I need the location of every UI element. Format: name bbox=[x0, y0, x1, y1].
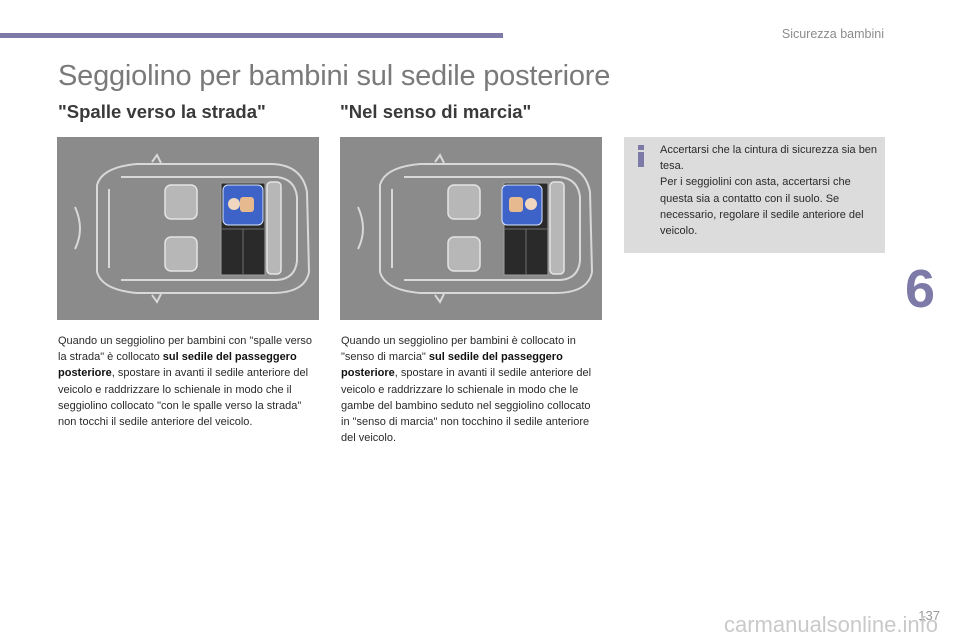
text-part: Quando un seggiolino per bambini è collo… bbox=[341, 335, 576, 364]
chapter-number: 6 bbox=[905, 259, 936, 319]
info-line-1: Accertarsi che la cintura di sicurezza s… bbox=[660, 144, 878, 173]
instruction-text-rear-facing: Quando un seggiolino per bambini con "sp… bbox=[58, 333, 318, 430]
info-line-2: Per i seggiolini con asta, accertarsi ch… bbox=[660, 176, 864, 238]
info-box: Accertarsi che la cintura di sicurezza s… bbox=[624, 137, 885, 253]
text-bold: sul sedile del passeggero posteriore bbox=[58, 351, 297, 380]
text-bold: sul sedile del passeggero posteriore bbox=[341, 351, 563, 380]
info-text: Accertarsi che la cintura di sicurezza s… bbox=[660, 142, 882, 239]
heading-forward-facing: "Nel senso di marcia" bbox=[340, 101, 532, 122]
text-part: , spostare in avanti il sedile anteriore… bbox=[58, 367, 309, 429]
text-part: , spostare in avanti il sedile anteriore… bbox=[341, 367, 592, 445]
watermark: carmanualsonline.info bbox=[723, 612, 938, 637]
page-number: 137 bbox=[918, 608, 940, 623]
info-icon bbox=[636, 145, 646, 167]
header-accent-bar bbox=[0, 33, 503, 38]
car-top-view-illustration-forward-facing bbox=[340, 137, 602, 320]
heading-rear-facing: "Spalle verso la strada" bbox=[58, 101, 266, 122]
instruction-text-forward-facing: Quando un seggiolino per bambini è collo… bbox=[341, 333, 596, 446]
text-part: Quando un seggiolino per bambini con "sp… bbox=[58, 335, 313, 364]
car-top-view-illustration-rear-facing bbox=[57, 137, 319, 320]
section-title: Sicurezza bambini bbox=[781, 27, 884, 41]
page-title: Seggiolino per bambini sul sedile poster… bbox=[58, 60, 611, 92]
child-seat-icon bbox=[222, 184, 264, 226]
child-seat-icon bbox=[501, 184, 543, 226]
